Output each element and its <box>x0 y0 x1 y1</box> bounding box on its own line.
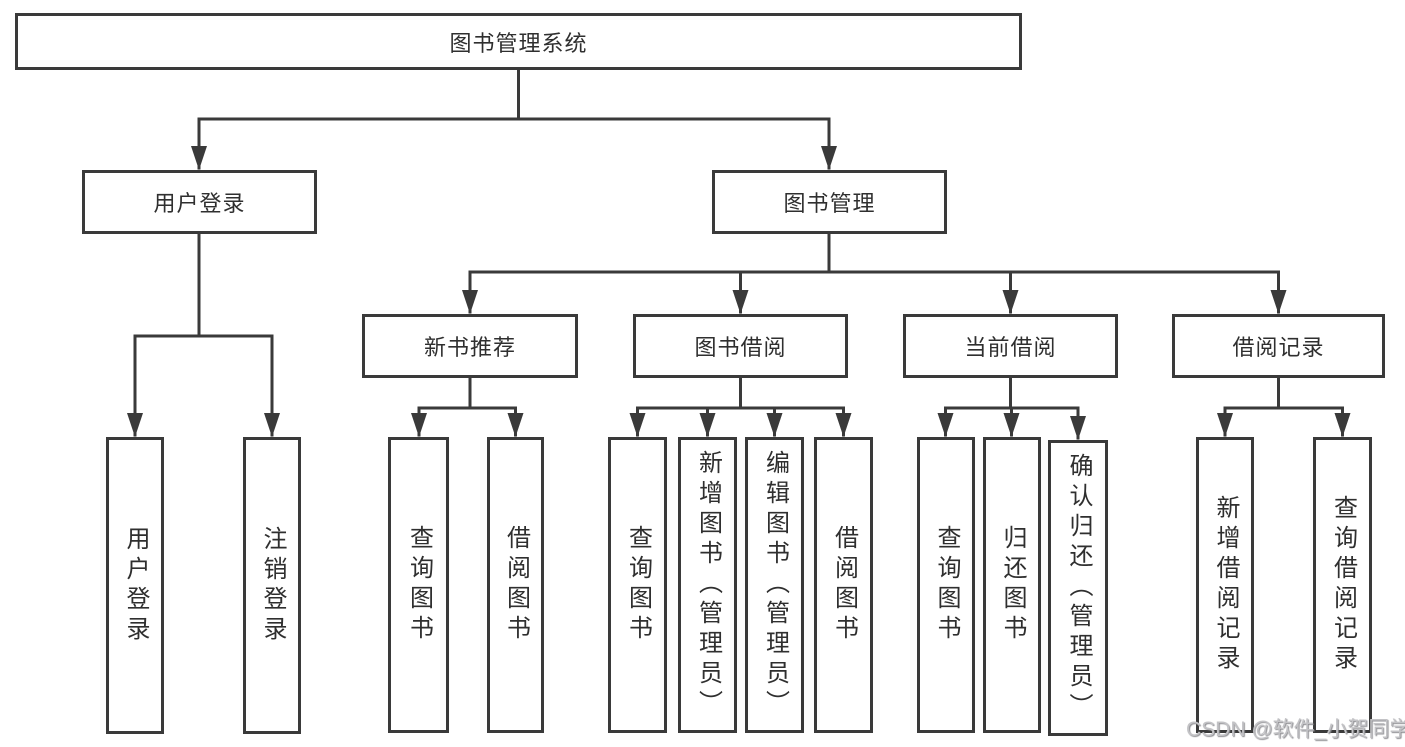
watermark: CSDN @软件_小贺同学 <box>1186 718 1405 741</box>
leaf-user-login: 用户登录 <box>106 437 164 734</box>
leaf-bookborrow-add: 新增图书（管理员） <box>678 437 737 733</box>
leaf-current-confirm: 确认归还（管理员） <box>1048 440 1108 736</box>
leaf-records-add: 新增借阅记录 <box>1196 437 1254 733</box>
leaf-bookborrow-edit: 编辑图书（管理员） <box>745 437 804 733</box>
node-new-books: 新书推荐 <box>362 314 578 378</box>
leaf-newbooks-query: 查询图书 <box>388 437 449 733</box>
leaf-bookborrow-query: 查询图书 <box>608 437 667 733</box>
leaf-bookborrow-borrow: 借阅图书 <box>814 437 873 733</box>
node-book-mgmt: 图书管理 <box>712 170 947 234</box>
node-current-borrow: 当前借阅 <box>903 314 1118 378</box>
leaf-records-query: 查询借阅记录 <box>1313 437 1372 733</box>
node-borrow-records: 借阅记录 <box>1172 314 1385 378</box>
leaf-current-query: 查询图书 <box>917 437 975 733</box>
leaf-logout: 注销登录 <box>243 437 301 734</box>
node-book-borrow: 图书借阅 <box>633 314 848 378</box>
node-user-login: 用户登录 <box>82 170 317 234</box>
node-root: 图书管理系统 <box>15 13 1022 70</box>
leaf-newbooks-borrow: 借阅图书 <box>487 437 544 733</box>
leaf-current-return: 归还图书 <box>983 437 1041 733</box>
